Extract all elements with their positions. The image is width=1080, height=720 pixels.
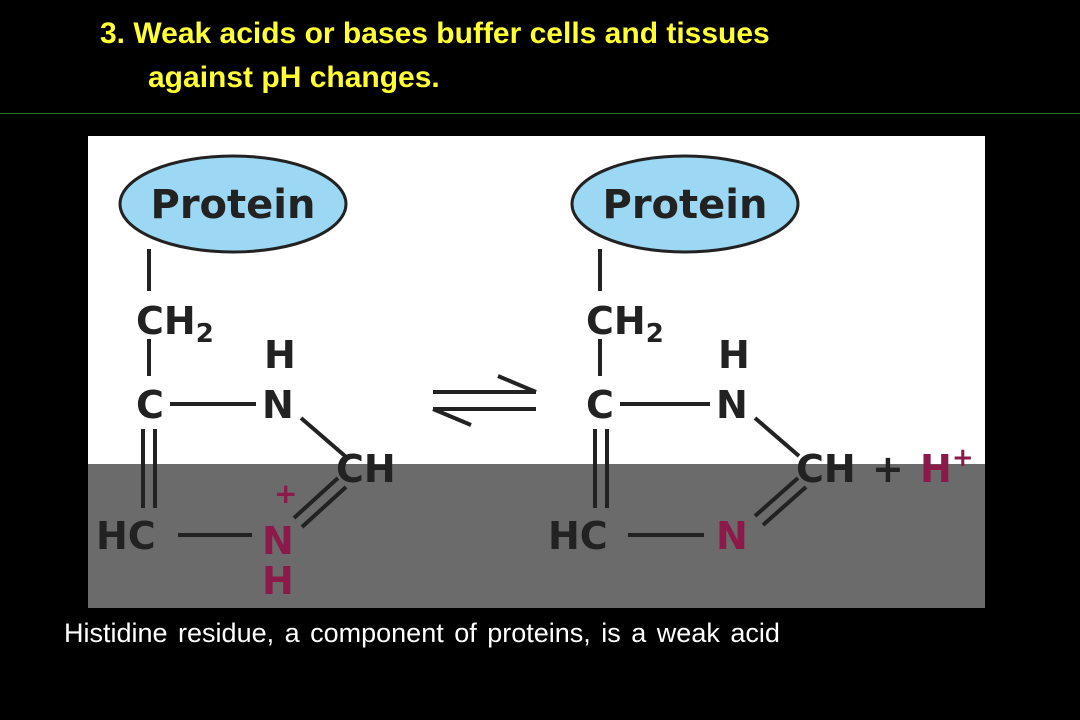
title-divider (0, 113, 1080, 114)
right-h-top: H (718, 333, 750, 377)
right-ch2-subscript: 2 (646, 319, 664, 349)
equilibrium-arrows-icon (432, 374, 537, 427)
left-double-bond-ch-n-a (292, 476, 340, 520)
chemical-structure-svg: Protein CH2 H C N CH HC + N H Protein CH… (96, 154, 974, 603)
right-hc-atom: HC (548, 514, 608, 558)
right-hplus-charge: + (952, 443, 974, 473)
right-n-top: N (716, 383, 748, 427)
left-protein-bubble (118, 154, 348, 254)
title-line-2: against pH changes. (148, 61, 440, 94)
right-protein-bubble (570, 154, 800, 254)
left-ch2-label: CH2 (136, 299, 214, 349)
figure-caption: Histidine residue, a component of protei… (64, 618, 780, 648)
left-plus-charge: + (274, 477, 297, 510)
left-ch2-subscript: 2 (196, 319, 214, 349)
left-double-bond-ch-n-b (300, 485, 348, 529)
left-h-top: H (264, 333, 296, 377)
right-double-bond-ch-n-b (761, 485, 808, 527)
left-n-bottom: N (262, 519, 294, 563)
left-ch-atom: CH (336, 447, 396, 491)
left-n-top: N (262, 383, 294, 427)
slide-title: 3. Weak acids or bases buffer cells and … (100, 12, 770, 100)
left-ch2-text: CH (136, 299, 196, 343)
right-ch2-text: CH (586, 299, 646, 343)
right-ch2-label: CH2 (586, 299, 664, 349)
left-hc-atom: HC (96, 514, 156, 558)
right-bond-n-ch (753, 416, 801, 458)
left-c-atom: C (136, 383, 164, 427)
left-h-bottom: H (262, 559, 294, 603)
right-c-atom: C (586, 383, 614, 427)
left-bond-n-ch (299, 416, 347, 458)
right-hplus-h: H (920, 447, 952, 491)
right-n-bottom: N (716, 514, 748, 558)
right-double-bond-ch-n-a (753, 476, 800, 518)
right-protein-label: Protein (603, 182, 768, 228)
right-hplus-label: H+ (920, 443, 974, 491)
right-plus-sign: + (872, 447, 904, 491)
title-line-1: 3. Weak acids or bases buffer cells and … (100, 17, 770, 50)
right-ch-atom: CH (796, 447, 856, 491)
histidine-equilibrium-figure: Protein CH2 H C N CH HC + N H Protein CH… (88, 136, 985, 608)
left-protein-label: Protein (151, 182, 316, 228)
